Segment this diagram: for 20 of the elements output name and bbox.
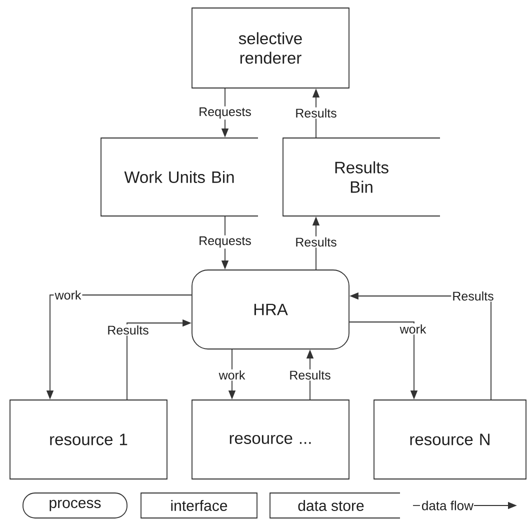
legend-interface-sample: interface	[140, 492, 258, 518]
edge-label: work	[54, 289, 82, 301]
edge-label: Requests	[198, 235, 252, 249]
edge-label: Results	[106, 324, 150, 336]
edge-label: work	[398, 323, 428, 335]
process-box: selective renderer	[192, 8, 350, 88]
process-box: resource N	[374, 400, 526, 480]
process-box: resource ...	[192, 400, 350, 480]
edge-label: Requests	[198, 106, 252, 120]
edge-label: Results	[288, 369, 332, 381]
legend-process-sample: process	[22, 492, 128, 518]
process-box: resource 1	[10, 400, 168, 480]
edge-label: work	[218, 369, 246, 381]
legend-store-sample: data store	[270, 492, 400, 518]
data-store-box: Results Bin	[282, 138, 440, 216]
edge-label: Results	[294, 107, 338, 119]
edge-label: Results	[294, 236, 338, 248]
edge-label: Results	[451, 290, 495, 302]
data-store-box: Work Units Bin	[100, 138, 258, 216]
rounded-box: HRA	[192, 270, 350, 350]
